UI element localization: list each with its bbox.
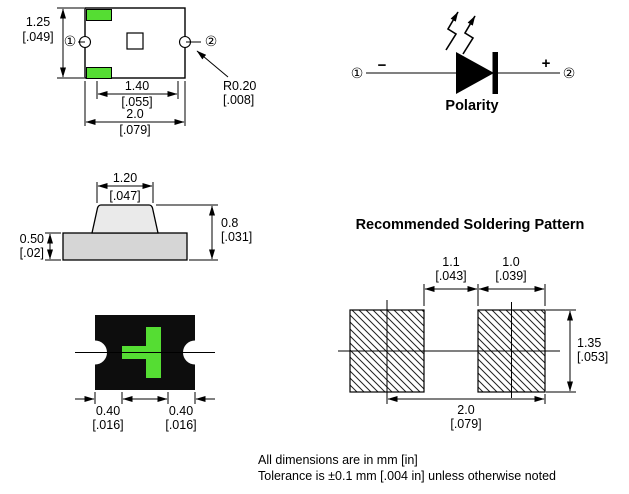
- led-cathode-bar: [492, 52, 498, 94]
- soldering-pattern: Recommended Soldering Pattern 1.1 [.043]…: [338, 217, 608, 431]
- dim-2-0-mm: 2.0: [126, 107, 143, 121]
- polarity-pin1-marker: ①: [351, 65, 364, 81]
- dim-1-20-mm: 1.20: [113, 171, 137, 185]
- light-emission-arrow-icon: [462, 15, 476, 55]
- note-units: All dimensions are in mm [in]: [258, 453, 418, 467]
- radius-leader-line: [196, 50, 229, 78]
- plus-sign: +: [542, 55, 551, 72]
- dim-0-8-in: [.031]: [221, 230, 252, 244]
- dim-1-35-in: [.053]: [577, 350, 608, 364]
- bottom-view: 0.40 [.016] 0.40 [.016]: [75, 315, 215, 432]
- epoxy-dome: [91, 204, 159, 234]
- dim-0-50-in: [.02]: [20, 246, 44, 260]
- top-view: ① ② 1.25 [.049] R0.20 [.008] 1.40 [.055]…: [22, 7, 256, 137]
- dim-1-1-in: [.043]: [435, 269, 466, 283]
- led-anode-triangle: [456, 52, 494, 94]
- minus-sign: −: [378, 57, 387, 74]
- dim-1-25-in: [.049]: [22, 30, 53, 44]
- dim-0-8-mm: 0.8: [221, 216, 238, 230]
- dim-1-40-mm: 1.40: [125, 79, 149, 93]
- dim-2-0-span-mm: 2.0: [457, 403, 474, 417]
- dim-1-40-in: [.055]: [121, 95, 152, 109]
- dim-0-40-left-mm: 0.40: [96, 404, 120, 418]
- side-view: 1.20 [.047] 0.8 [.031] 0.50 [.02]: [20, 171, 252, 261]
- soldering-title: Recommended Soldering Pattern: [356, 217, 585, 233]
- note-tolerance: Tolerance is ±0.1 mm [.004 in] unless ot…: [258, 469, 556, 483]
- polarity-diagram: ① ② − + Polarity: [351, 11, 576, 114]
- dim-2-0-in: [.079]: [119, 123, 150, 137]
- polarity-pin2-marker: ②: [563, 65, 576, 81]
- dim-2-0-span-in: [.079]: [450, 417, 481, 431]
- polarity-title: Polarity: [445, 98, 498, 114]
- dim-0-40-left-in: [.016]: [92, 418, 123, 432]
- radius-in: [.008]: [223, 93, 254, 107]
- dim-0-40-right-in: [.016]: [165, 418, 196, 432]
- dim-1-0-in: [.039]: [495, 269, 526, 283]
- light-emission-arrow-icon: [445, 11, 459, 51]
- package-base-side: [62, 232, 188, 261]
- radius-mm: R0.20: [223, 79, 256, 93]
- pin2-marker: ②: [205, 33, 218, 49]
- dim-1-25-mm: 1.25: [26, 15, 50, 29]
- dim-0-40-right-mm: 0.40: [169, 404, 193, 418]
- notes: All dimensions are in mm [in] Tolerance …: [258, 453, 556, 483]
- green-pad-top-left: [86, 9, 112, 21]
- dim-1-35-mm: 1.35: [577, 336, 601, 350]
- chip-die-square: [126, 32, 144, 50]
- dim-1-20-in: [.047]: [109, 189, 140, 203]
- dim-1-1-mm: 1.1: [442, 255, 459, 269]
- green-pad-bottom-left: [86, 67, 112, 79]
- dim-0-50-mm: 0.50: [20, 232, 44, 246]
- dim-1-0-mm: 1.0: [502, 255, 519, 269]
- pin1-marker: ①: [64, 33, 77, 49]
